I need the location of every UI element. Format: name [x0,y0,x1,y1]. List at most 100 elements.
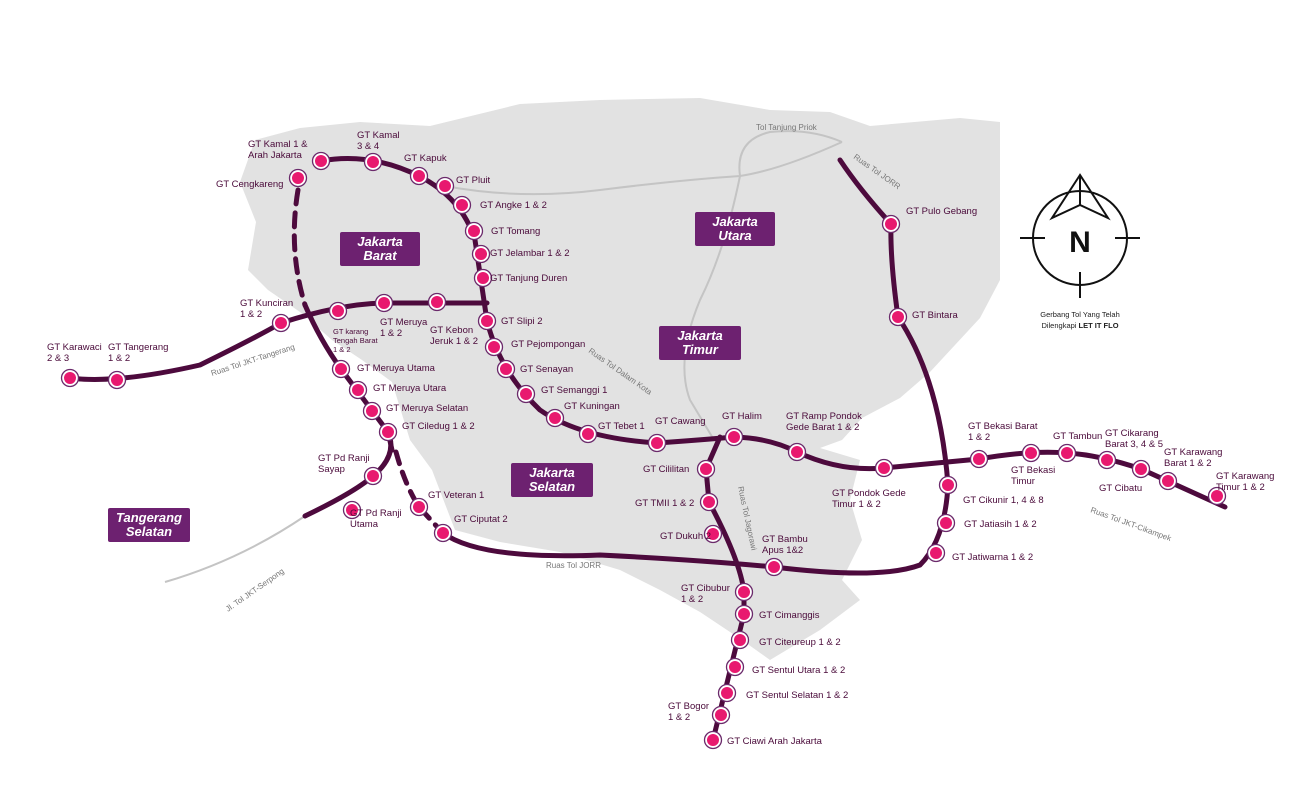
toll-gate-label: GT Veteran 1 [428,490,484,501]
toll-gate-dot-icon [292,172,304,184]
toll-gate[interactable]: GT Jatiasih 1 & 2 [936,513,1037,533]
toll-gate[interactable]: GT Pulo Gebang [881,206,978,234]
toll-gate-dot-icon [728,431,740,443]
toll-gate[interactable]: GT Tanjung Duren [473,268,568,288]
toll-gate-dot-icon [700,463,712,475]
toll-gate[interactable]: GT Kamal 1 &Arah Jakarta [248,139,331,171]
toll-gate-label-line: GT Kuningan [564,401,620,412]
toll-gate-dot-icon [367,470,379,482]
toll-gate-label-line: GT TMII 1 & 2 [635,498,694,509]
toll-gate[interactable]: GT Citeureup 1 & 2 [730,630,841,650]
toll-gate[interactable]: GT Ciputat 2 [433,514,508,543]
toll-gate-label-line: GT Dukuh 2 [660,531,711,542]
road-name-label: Tol Tanjung Priok [756,123,818,132]
toll-gate[interactable]: GT Cimanggis [734,604,820,624]
toll-gate[interactable]: GT Senayan [496,359,574,379]
toll-gate[interactable]: GT Jelambar 1 & 2 [471,244,570,264]
compass-arrow-icon [1049,173,1111,221]
toll-gate[interactable]: GT Halim [722,411,762,447]
toll-gate-dot-icon [520,388,532,400]
toll-gate[interactable]: GT Dukuh 2 [660,524,723,544]
toll-gate-dot-icon [315,155,327,167]
toll-gate[interactable]: GT Meruya Utama [331,359,436,379]
toll-gate[interactable]: GT Kapuk [404,153,447,186]
region-name-line: Selatan [126,524,172,539]
toll-gate[interactable]: GT Meruya Utara [348,380,447,400]
line-jorr-dashed-south [393,449,443,533]
toll-gate-label-line: Utama [350,519,379,530]
toll-gate[interactable]: GT Ciawi Arah Jakarta [703,730,823,750]
toll-gate-label: GT Dukuh 2 [660,531,711,542]
toll-gate-dot-icon [1025,447,1037,459]
toll-gate[interactable]: GT Pluit [435,175,491,196]
toll-gate-dot-icon [1162,475,1174,487]
toll-gate-label-line: GT Kapuk [404,153,447,164]
region-box [108,508,190,542]
toll-gate-dot-icon [437,527,449,539]
toll-gate[interactable]: GT Ciledug 1 & 2 [378,421,475,442]
toll-gate[interactable]: GT Meruya Selatan [362,401,469,421]
toll-gate-label-line: GT Bintara [912,310,958,321]
toll-gate-label-line: Sayap [318,464,345,475]
toll-gate[interactable]: GT Tambun [1053,431,1102,463]
toll-gate-dot-icon [791,446,803,458]
toll-gate-dot-icon [111,374,123,386]
toll-gate-dot-icon [481,315,493,327]
toll-gate-label-line: Arah Jakarta [248,150,303,161]
toll-gate[interactable]: GT Pejompongan [484,337,586,357]
toll-gate[interactable]: GT Cililitan [643,459,716,479]
toll-gate[interactable]: GT Bintara [888,307,959,327]
toll-gate[interactable]: GT Jatiwarna 1 & 2 [926,543,1034,564]
toll-gate-dot-icon [1135,463,1147,475]
toll-gate-label-line: 1 & 2 [668,712,690,723]
toll-gate-label-line: GT Pluit [456,175,491,186]
toll-gate[interactable]: GT Slipi 2 [477,311,543,331]
toll-gate[interactable]: GT Sentul Selatan 1 & 2 [717,683,849,703]
toll-gate-label-line: Jeruk 1 & 2 [430,336,478,347]
toll-gate[interactable]: GT TMII 1 & 2 [635,492,719,512]
toll-gate[interactable]: GT Semanggi 1 [516,384,608,404]
toll-gate[interactable]: GT Cengkareng [216,168,308,191]
toll-gate[interactable]: GT Kuningan [545,401,620,428]
toll-gate[interactable]: GT Tomang [464,221,541,241]
road-tanjung-priok-loop [738,130,843,177]
toll-gate-dot-icon [715,709,727,721]
toll-gate[interactable]: GT Sentul Utara 1 & 2 [725,657,846,677]
toll-gate-dot-icon [703,496,715,508]
toll-gate[interactable]: GT Cibatu [1099,459,1151,495]
toll-gate[interactable]: GT Cikunir 1, 4 & 8 [938,475,1044,507]
toll-gate[interactable]: GT Veteran 1 [409,490,485,517]
toll-gate[interactable]: GT Tebet 1 [578,421,645,444]
toll-gate-label: GT Meruya Selatan [386,403,468,414]
toll-gate-label-line: GT Semanggi 1 [541,385,607,396]
road-tanjung-priok [444,141,843,196]
toll-gate[interactable]: GT Cawang [647,416,706,453]
toll-gate-label-line: GT Ramp Pondok [786,411,862,422]
toll-gate-dot-icon [439,180,451,192]
toll-gate[interactable]: GT Angke 1 & 2 [452,195,547,215]
